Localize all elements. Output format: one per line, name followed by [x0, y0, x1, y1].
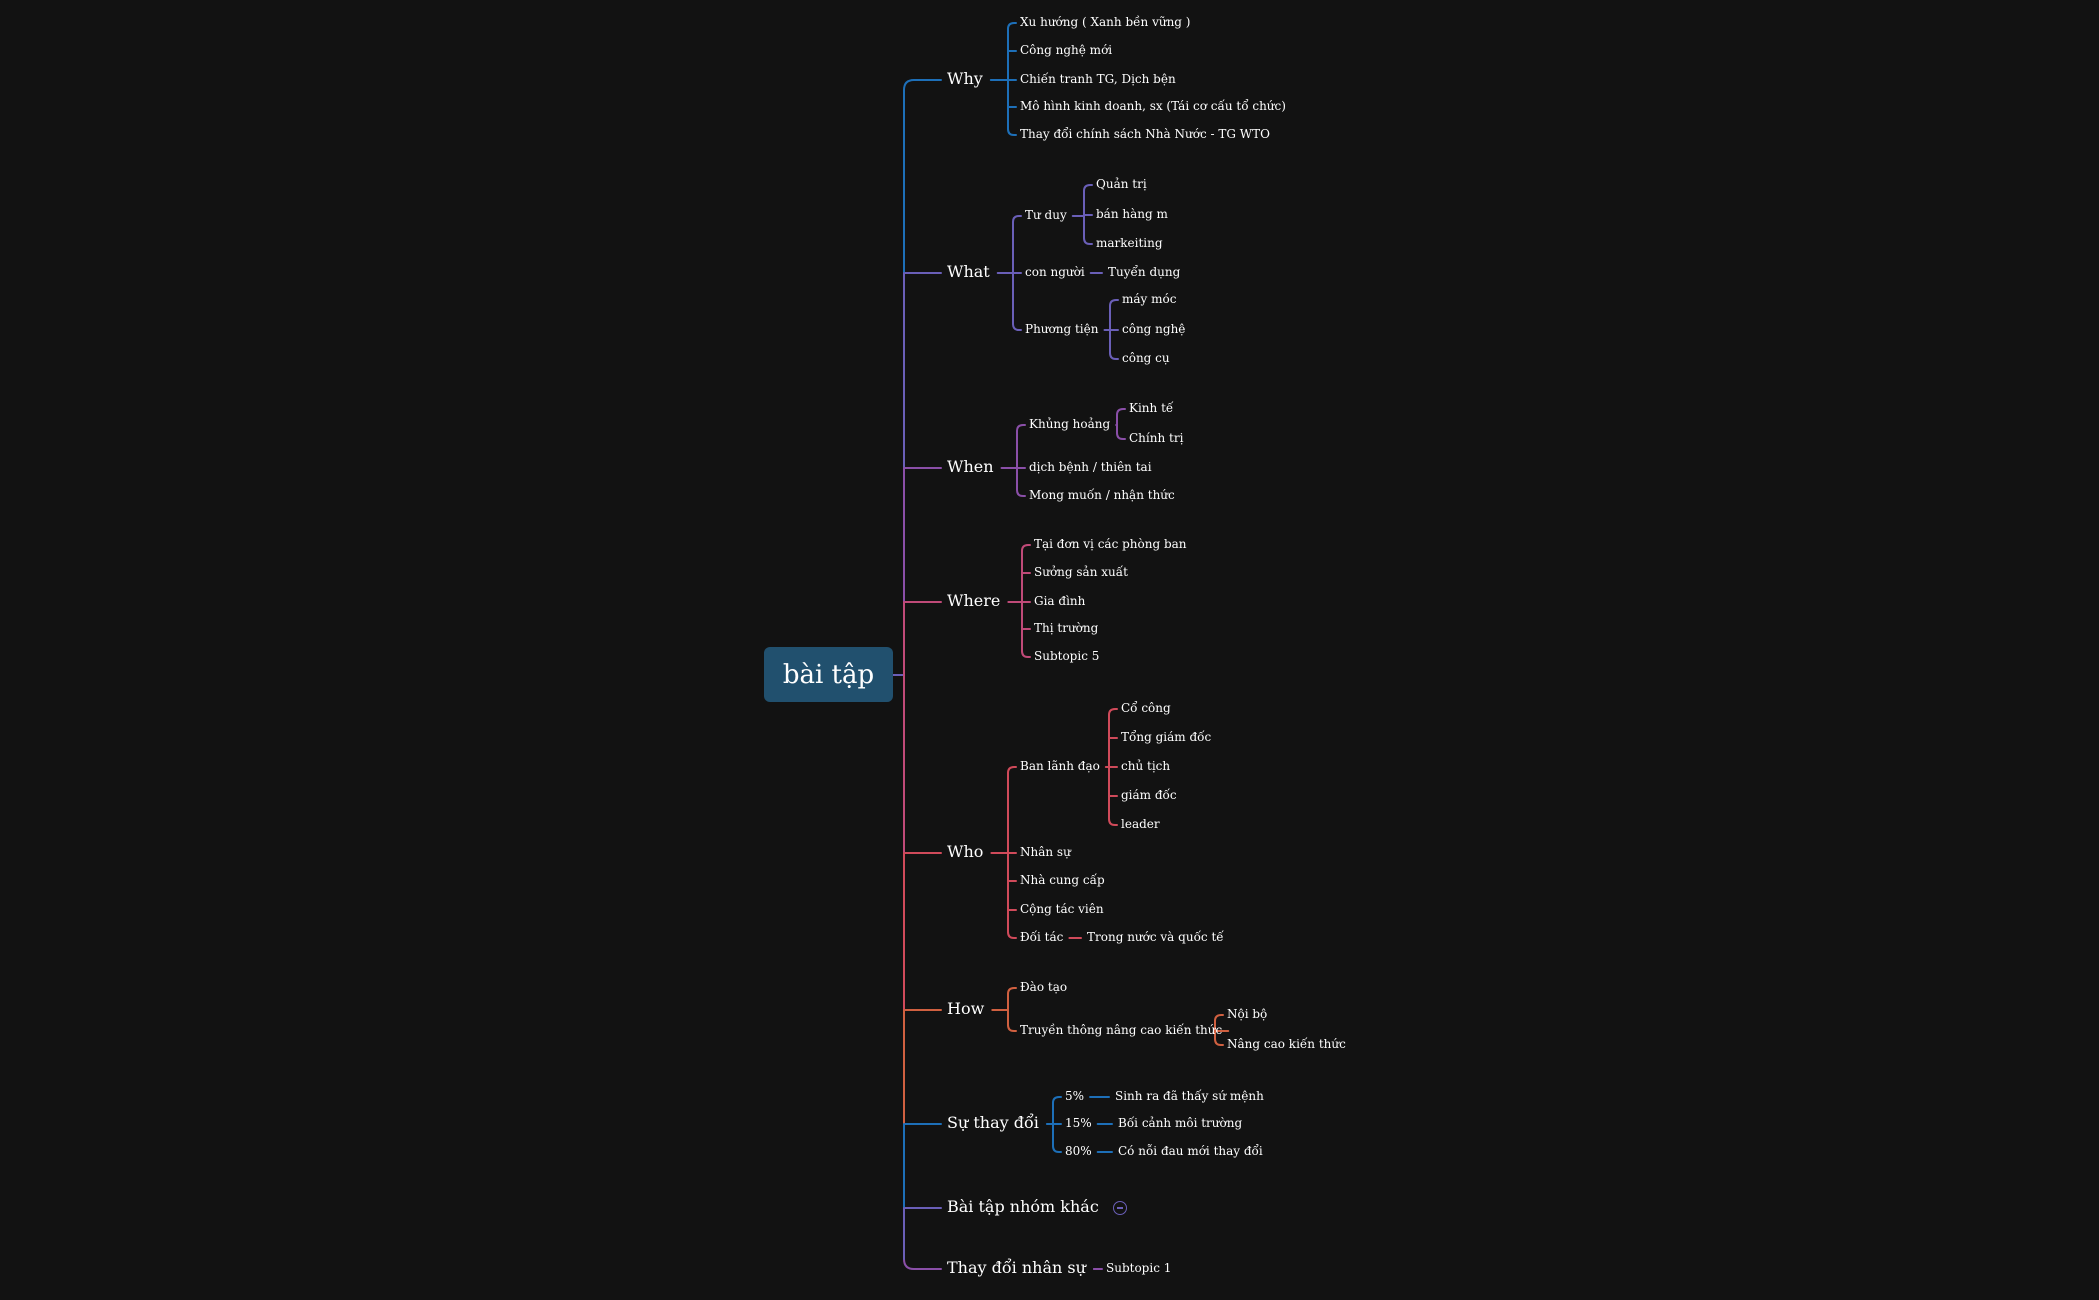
connector-what-branch	[1012, 215, 1022, 223]
connector-change-branch	[1052, 1145, 1062, 1153]
connector-when-branch	[1016, 424, 1026, 432]
subtopic-why[interactable]: Mô hình kinh doanh, sx (Tái cơ cấu tổ ch…	[1020, 99, 1286, 113]
connector-who-branch	[1007, 931, 1017, 939]
subtopic-why[interactable]: Công nghệ mới	[1020, 43, 1113, 57]
leaf-topic-what[interactable]: Quản trị	[1096, 177, 1147, 191]
leaf-topic-change[interactable]: Bối cảnh môi trường	[1118, 1116, 1243, 1130]
subtopic-who[interactable]: Nhân sự	[1020, 845, 1071, 859]
leaf-topic-who[interactable]: Trong nước và quốc tế	[1087, 930, 1224, 944]
connector-why-branch	[1007, 22, 1017, 30]
branch-change[interactable]: Sự thay đổi	[947, 1113, 1039, 1132]
subtopic-where[interactable]: Sưởng sản xuất	[1034, 565, 1128, 579]
connector-why-branch	[1007, 128, 1017, 136]
branch-when[interactable]: When	[947, 457, 994, 476]
subtopic-why[interactable]: Xu hướng ( Xanh bền vững )	[1020, 15, 1191, 29]
connector-where-branch	[1021, 650, 1031, 658]
subtopic-how[interactable]: Truyền thông nâng cao kiến thức	[1020, 1023, 1223, 1037]
branch-group[interactable]: Bài tập nhóm khác	[947, 1197, 1099, 1216]
connector-who-sub-branch	[1108, 708, 1118, 716]
branch-how[interactable]: How	[947, 999, 985, 1018]
branch-connector-staff	[903, 1258, 942, 1270]
leaf-topic-who[interactable]: leader	[1121, 817, 1160, 831]
subtopic-who[interactable]: Đối tác	[1020, 930, 1064, 944]
subtopic-what[interactable]: Phương tiện	[1025, 322, 1099, 336]
subtopic-when[interactable]: Mong muốn / nhận thức	[1029, 488, 1175, 502]
subtopic-change[interactable]: 5%	[1065, 1089, 1085, 1103]
leaf-topic-who[interactable]: chủ tịch	[1121, 759, 1171, 773]
leaf-topic-what[interactable]: Tuyển dụng	[1108, 265, 1181, 279]
connector-what-branch	[1012, 323, 1022, 331]
subtopic-change[interactable]: 15%	[1065, 1116, 1092, 1130]
subtopic-where[interactable]: Subtopic 5	[1034, 649, 1100, 663]
connector-what-sub-branch	[1109, 352, 1119, 360]
subtopic-what[interactable]: Tư duy	[1025, 208, 1067, 222]
leaf-topic-who[interactable]: Cổ công	[1121, 701, 1171, 715]
leaf-topic-change[interactable]: Sinh ra đã thấy sứ mệnh	[1115, 1089, 1264, 1103]
connector-where-branch	[1021, 544, 1031, 552]
connector-how-branch	[1007, 1024, 1017, 1032]
branch-where[interactable]: Where	[947, 591, 1001, 610]
connector-how-branch	[1007, 987, 1017, 995]
connector-what-sub-branch	[1083, 184, 1093, 192]
leaf-topic-who[interactable]: giám đốc	[1121, 788, 1177, 802]
subtopic-where[interactable]: Tại đơn vị các phòng ban	[1034, 537, 1187, 551]
subtopic-when[interactable]: dịch bệnh / thiên tai	[1029, 460, 1152, 474]
connector-who-branch	[1007, 766, 1017, 774]
connector-change-branch	[1052, 1096, 1062, 1104]
subtopic-how[interactable]: Đào tạo	[1020, 980, 1068, 994]
connector-how-sub-branch	[1214, 1038, 1224, 1046]
branch-connector-why	[903, 79, 942, 91]
connector-what-sub-branch	[1083, 237, 1093, 245]
leaf-topic-when[interactable]: Chính trị	[1129, 431, 1184, 445]
leaf-topic-change[interactable]: Có nỗi đau mới thay đổi	[1118, 1144, 1263, 1158]
leaf-topic-what[interactable]: công cụ	[1122, 351, 1170, 365]
subtopic-staff[interactable]: Subtopic 1	[1106, 1261, 1172, 1275]
branch-who[interactable]: Who	[947, 842, 984, 861]
connector-how-sub-branch	[1214, 1014, 1224, 1022]
subtopic-who[interactable]: Nhà cung cấp	[1020, 873, 1105, 887]
subtopic-why[interactable]: Chiến tranh TG, Dịch bện	[1020, 72, 1176, 86]
leaf-topic-who[interactable]: Tổng giám đốc	[1121, 730, 1212, 744]
branch-what[interactable]: What	[947, 262, 990, 281]
connector-who-sub-branch	[1108, 818, 1118, 826]
connector-when-sub-branch	[1116, 408, 1126, 416]
subtopic-when[interactable]: Khủng hoảng	[1029, 417, 1111, 431]
leaf-topic-what[interactable]: công nghệ	[1122, 322, 1186, 336]
subtopic-why[interactable]: Thay đổi chính sách Nhà Nước - TG WTO	[1020, 127, 1270, 141]
subtopic-what[interactable]: con người	[1025, 265, 1085, 279]
leaf-topic-what[interactable]: markeiting	[1096, 236, 1163, 250]
branch-staff[interactable]: Thay đổi nhân sự	[947, 1258, 1086, 1277]
subtopic-change[interactable]: 80%	[1065, 1144, 1092, 1158]
leaf-topic-what[interactable]: bán hàng m	[1096, 207, 1168, 221]
leaf-topic-when[interactable]: Kinh tế	[1129, 401, 1174, 415]
leaf-topic-how[interactable]: Nội bộ	[1227, 1007, 1268, 1021]
branch-why[interactable]: Why	[947, 69, 983, 88]
connector-when-branch	[1016, 489, 1026, 497]
subtopic-who[interactable]: Ban lãnh đạo	[1020, 759, 1100, 773]
root-topic[interactable]: bài tập	[764, 647, 893, 702]
subtopic-who[interactable]: Cộng tác viên	[1020, 902, 1104, 916]
leaf-topic-how[interactable]: Nâng cao kiến thức	[1227, 1037, 1346, 1051]
collapse-icon[interactable]	[1112, 1201, 1127, 1215]
subtopic-where[interactable]: Gia đình	[1034, 594, 1086, 608]
subtopic-where[interactable]: Thị trường	[1034, 621, 1099, 635]
leaf-topic-what[interactable]: máy móc	[1122, 292, 1177, 306]
connector-when-sub-branch	[1116, 432, 1126, 440]
connector-what-sub-branch	[1109, 299, 1119, 307]
